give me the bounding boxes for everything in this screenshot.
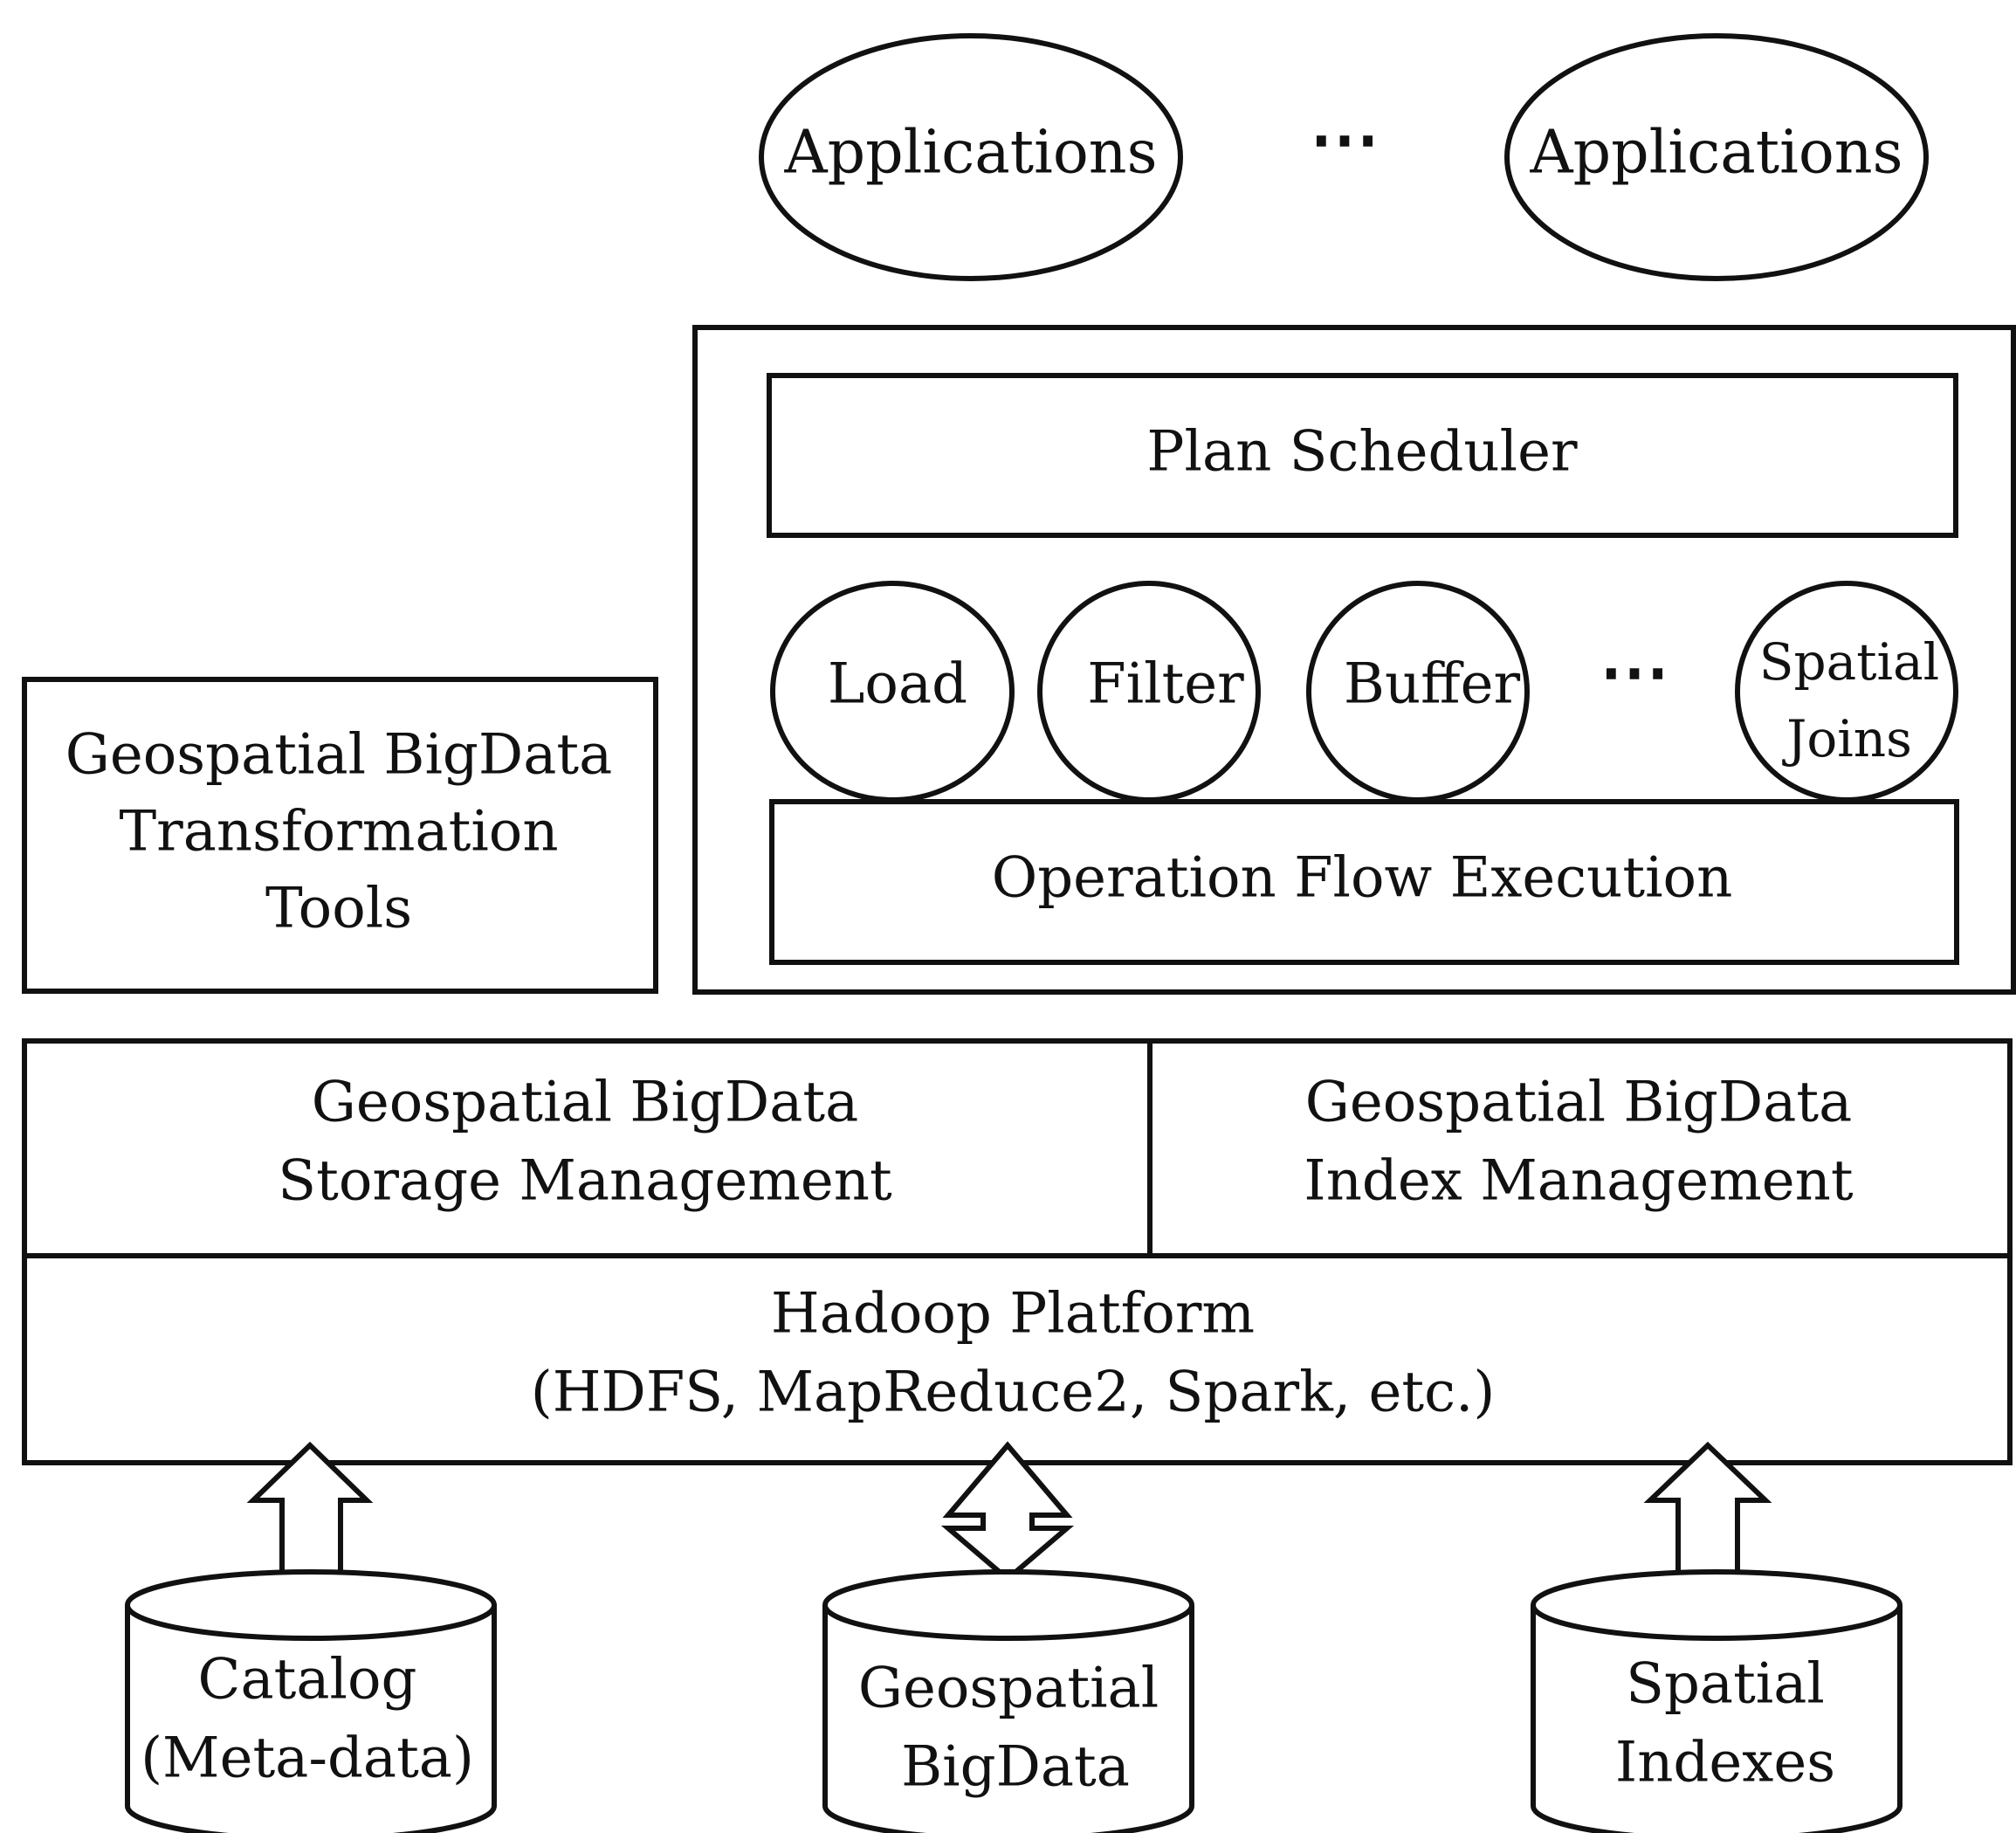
index-management-line-2: Index Management <box>1304 1149 1853 1214</box>
applications-node-2: Applications <box>1504 33 1929 281</box>
storage-management-line-1: Geospatial BigData <box>312 1071 858 1135</box>
operation-filter-label: Filter <box>1087 652 1244 717</box>
catalog-datastore: Catalog (Meta-data) <box>125 1569 497 1833</box>
applications-label-2: Applications <box>1530 119 1903 188</box>
applications-label-1: Applications <box>784 119 1158 188</box>
operation-buffer-label: Buffer <box>1344 652 1521 717</box>
index-management-line-1: Geospatial BigData <box>1305 1071 1852 1135</box>
operation-load: Load <box>770 581 1015 803</box>
applications-node-1: Applications <box>759 33 1183 281</box>
hadoop-platform-line-2: (HDFS, MapReduce2, Spark, etc.) <box>531 1361 1496 1425</box>
transformation-tools-line-2: Transformation <box>119 800 558 865</box>
hadoop-platform-cell: Hadoop Platform (HDFS, MapReduce2, Spark… <box>531 1282 1496 1425</box>
storage-management-line-2: Storage Management <box>278 1149 892 1214</box>
plan-scheduler-label: Plan Scheduler <box>1146 420 1578 485</box>
transformation-tools-line-3: Tools <box>265 877 412 941</box>
hadoop-platform-line-1: Hadoop Platform <box>771 1282 1255 1347</box>
operation-flow-box: Operation Flow Execution <box>769 799 1959 965</box>
engine-box <box>692 325 2016 995</box>
operation-spatial-joins-line-2: Joins <box>1782 709 1912 768</box>
plan-scheduler-box: Plan Scheduler <box>767 373 1958 538</box>
operation-spatial-joins: Spatial Joins <box>1735 581 1958 803</box>
operations-ellipsis: ⋯ <box>1600 630 1669 712</box>
operation-spatial-joins-line-1: Spatial <box>1759 632 1939 692</box>
geospatial-bigdata-datastore: Geospatial BigData <box>822 1569 1194 1833</box>
operation-load-label: Load <box>828 652 967 717</box>
geospatial-bigdata-line-2: BigData <box>901 1735 1130 1800</box>
operation-flow-label: Operation Flow Execution <box>992 846 1733 911</box>
applications-ellipsis: ⋯ <box>1310 97 1380 179</box>
catalog-line-2: (Meta-data) <box>141 1726 474 1791</box>
transformation-tools-line-1: Geospatial BigData <box>65 723 612 788</box>
index-management-cell: Geospatial BigData Index Management <box>1304 1071 1853 1214</box>
transformation-tools-box: Geospatial BigData Transformation Tools <box>22 677 658 994</box>
operation-buffer: Buffer <box>1306 581 1530 803</box>
spatial-indexes-line-1: Spatial <box>1626 1652 1825 1717</box>
geospatial-bigdata-line-1: Geospatial <box>858 1657 1159 1721</box>
spatial-indexes-line-2: Indexes <box>1615 1731 1835 1795</box>
spatial-indexes-datastore: Spatial Indexes <box>1531 1569 1902 1833</box>
storage-management-cell: Geospatial BigData Storage Management <box>278 1071 892 1214</box>
operation-filter: Filter <box>1037 581 1261 803</box>
catalog-line-1: Catalog <box>198 1648 417 1712</box>
